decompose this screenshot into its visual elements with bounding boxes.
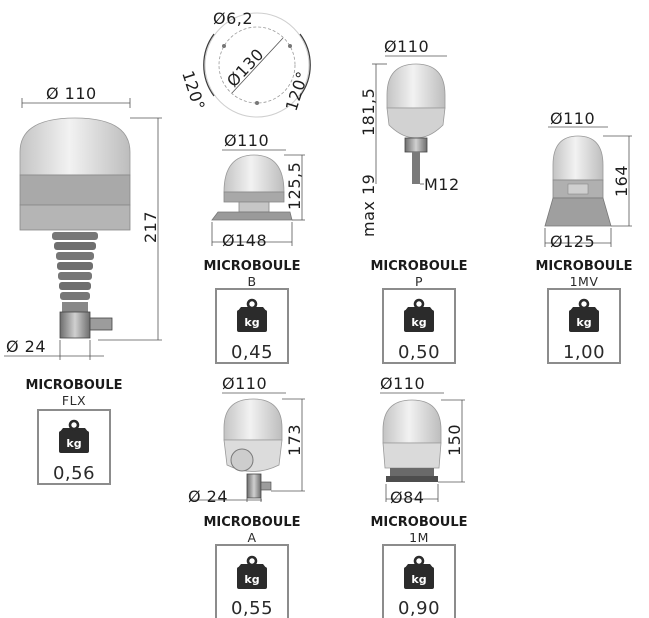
- a-width-label: Ø110: [222, 374, 267, 393]
- svg-text:kg: kg: [576, 316, 591, 329]
- mv-suction-base: [544, 197, 612, 227]
- model-a-info: MICROBOULE A kg 0,55: [203, 515, 301, 618]
- b-name: MICROBOULE: [203, 259, 300, 274]
- mv-base-label: Ø125: [550, 232, 595, 251]
- a-name: MICROBOULE: [203, 515, 300, 530]
- plate-arc-left: [203, 33, 215, 97]
- p-width-label: Ø110: [384, 37, 429, 56]
- mv-width-label: Ø110: [550, 109, 595, 128]
- p-lens: [386, 63, 446, 109]
- model-flx-info: MICROBOULE FLX kg 0,56: [25, 378, 123, 485]
- m-name: MICROBOULE: [370, 515, 467, 530]
- bolt-hole-3: [255, 101, 259, 105]
- m-code: 1M: [409, 530, 429, 545]
- model-1mv-info: MICROBOULE 1MV kg 1,00: [535, 259, 633, 364]
- m-weight-value: 0,90: [398, 598, 440, 618]
- b-weight-box: [215, 288, 289, 364]
- a-weight-value: 0,55: [231, 598, 273, 618]
- flx-band: [19, 174, 131, 206]
- flx-weight-icon: kg: [57, 419, 91, 455]
- a-height-label: 173: [285, 424, 304, 456]
- mv-name: MICROBOULE: [535, 259, 632, 274]
- p-height-label: 181,5: [359, 88, 378, 136]
- mv-height-label: 164: [612, 165, 631, 197]
- flx-base: [19, 204, 131, 231]
- flx-weight-value: 0,56: [53, 463, 95, 484]
- a-code: A: [247, 530, 256, 545]
- m-magnet-base: [386, 476, 438, 482]
- mounting-plate-drawing: Ø6,2 Ø130 120° 120°: [178, 9, 313, 118]
- bolt-hole-2: [288, 44, 292, 48]
- flx-width-label: Ø 110: [46, 84, 97, 103]
- a-lens: [223, 398, 283, 441]
- b-height-label: 125,5: [285, 162, 304, 210]
- flx-clamp: [59, 311, 91, 339]
- a-clamp: [246, 473, 262, 499]
- flx-name: MICROBOULE: [25, 378, 122, 393]
- flx-base-label: Ø 24: [6, 337, 46, 356]
- p-weight-icon: kg: [402, 298, 436, 334]
- mv-weight-icon: kg: [567, 298, 601, 334]
- b-lens: [223, 154, 285, 193]
- svg-text:kg: kg: [244, 573, 259, 586]
- flx-code: FLX: [62, 393, 86, 408]
- model-b-drawing: Ø110 125,5 Ø148: [211, 131, 305, 250]
- b-code: B: [247, 274, 256, 289]
- svg-text:kg: kg: [66, 437, 81, 450]
- b-width-label: Ø110: [224, 131, 269, 150]
- mv-code: 1MV: [570, 274, 599, 289]
- p-weight-value: 0,50: [398, 342, 440, 363]
- model-b-info: MICROBOULE B kg 0,45: [203, 259, 301, 364]
- a-knob: [230, 448, 254, 472]
- plate-arc-right: [299, 33, 311, 97]
- m-base-label: Ø84: [390, 488, 424, 507]
- m-magnet-ring: [390, 468, 434, 476]
- plate-bolt-circle-label: Ø130: [223, 45, 268, 91]
- p-name: MICROBOULE: [370, 259, 467, 274]
- p-code: P: [415, 274, 423, 289]
- model-1mv-drawing: Ø110 164 Ø125: [544, 109, 632, 251]
- mv-lens: [552, 135, 604, 181]
- p-thread-length-label: max 19: [359, 174, 378, 237]
- a-weight-icon: kg: [235, 555, 269, 591]
- p-weight-box: [382, 288, 456, 364]
- m-lens: [382, 399, 442, 444]
- flx-lens: [19, 117, 131, 176]
- model-a-drawing: Ø110 173 Ø 24: [188, 374, 305, 506]
- flx-height-label: 217: [141, 211, 160, 243]
- model-1m-drawing: Ø110 150 Ø84: [380, 374, 465, 507]
- plate-angle-right-label: 120°: [282, 69, 313, 113]
- b-base-plate: [211, 211, 293, 221]
- m-weight-icon: kg: [402, 555, 436, 591]
- plate-hole-diameter-label: Ø6,2: [213, 9, 253, 28]
- flx-flex-stem: [52, 232, 98, 300]
- svg-text:kg: kg: [411, 316, 426, 329]
- model-1m-info: MICROBOULE 1M kg 0,90: [370, 515, 468, 618]
- a-base-label: Ø 24: [188, 487, 228, 506]
- b-base-label: Ø148: [222, 231, 267, 250]
- p-thread-label: M12: [424, 175, 460, 194]
- svg-text:kg: kg: [411, 573, 426, 586]
- model-flx-drawing: Ø 110 217 Ø 24: [4, 84, 162, 360]
- m-width-label: Ø110: [380, 374, 425, 393]
- b-weight-value: 0,45: [231, 342, 273, 363]
- bolt-hole-1: [222, 44, 226, 48]
- svg-text:kg: kg: [244, 316, 259, 329]
- model-p-drawing: Ø110 181,5 max 19 M12: [359, 37, 460, 237]
- p-mount-nut: [404, 137, 428, 153]
- model-p-info: MICROBOULE P kg 0,50: [370, 259, 468, 364]
- mv-weight-value: 1,00: [563, 342, 605, 363]
- p-threaded-bolt: [412, 152, 420, 184]
- m-height-label: 150: [445, 424, 464, 456]
- b-weight-icon: kg: [235, 298, 269, 334]
